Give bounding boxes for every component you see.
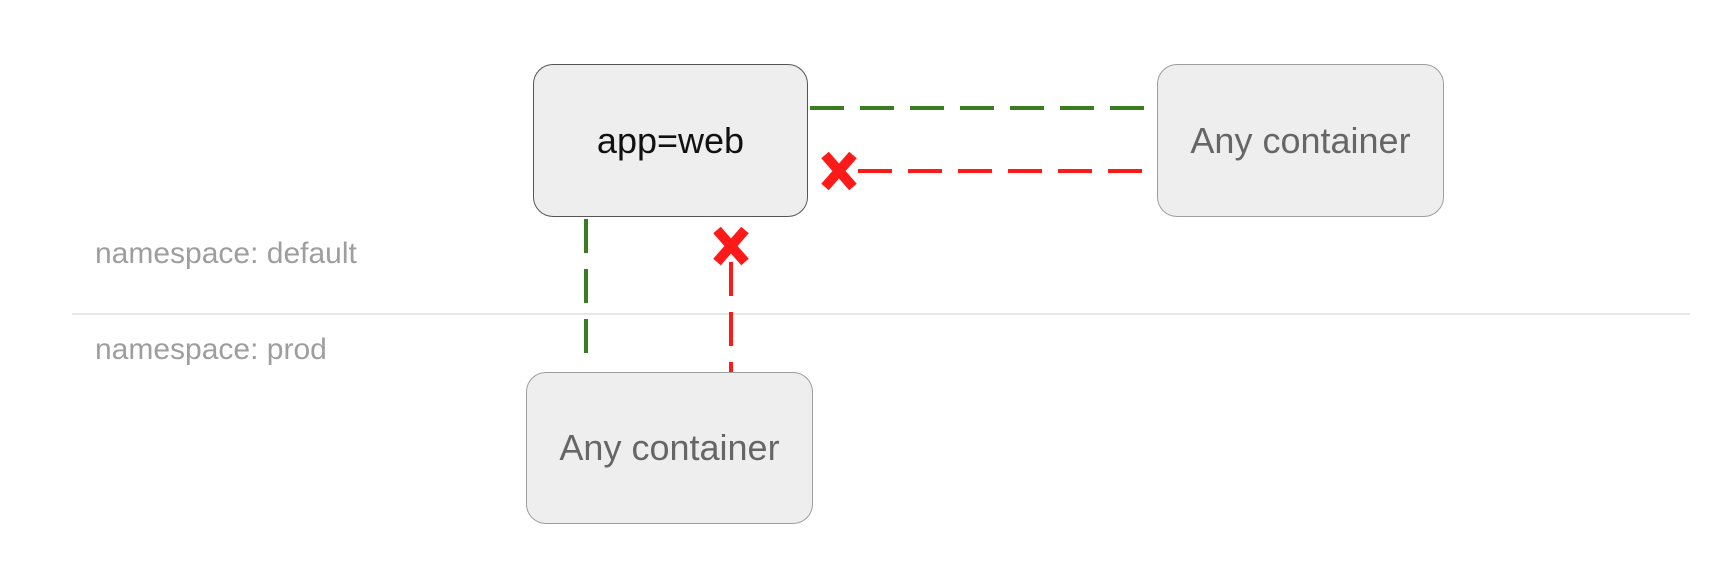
app-web-node: app=web — [533, 64, 808, 217]
default-any-container-node: Any container — [1157, 64, 1444, 217]
blocked-x-icon-default — [821, 151, 857, 191]
prod-any-container-node: Any container — [526, 372, 813, 524]
blocked-x-icon-prod — [713, 226, 749, 266]
namespace-prod-label: namespace: prod — [95, 333, 327, 366]
namespace-default-label: namespace: default — [95, 237, 357, 270]
